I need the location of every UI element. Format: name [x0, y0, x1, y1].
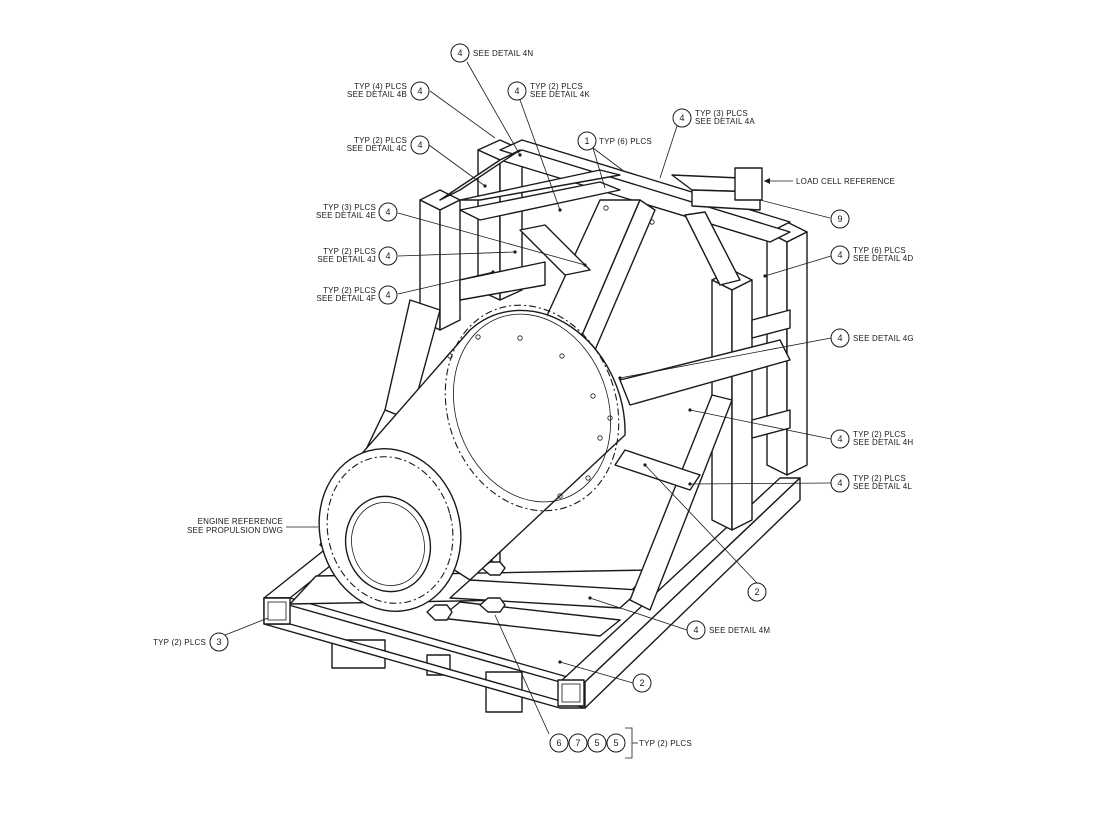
callout-4n: 4 SEE DETAIL 4N [450, 43, 533, 63]
callout-4c: 4 TYP (2) PLCS SEE DETAIL 4C [347, 135, 430, 155]
callout-note: SEE DETAIL 4G [853, 334, 914, 343]
callout-item-2-bottom: 2 [632, 673, 652, 693]
callout-item-9: 9 [830, 209, 850, 229]
callout-4a: 4 TYP (3) PLCS SEE DETAIL 4A [672, 108, 755, 128]
callout-number: 5 [594, 738, 599, 748]
callout-note: SEE DETAIL 4F [316, 294, 376, 303]
callout-number: 4 [457, 48, 462, 58]
callout-number: 4 [385, 290, 390, 300]
callout-number: 4 [693, 625, 698, 635]
callout-note: TYP (2) PLCS [853, 430, 906, 439]
engine-reference-label: ENGINE REFERENCE [198, 517, 283, 526]
callout-note: SEE DETAIL 4H [853, 438, 913, 447]
callout-number: 7 [575, 738, 580, 748]
callout-4l: 4 TYP (2) PLCS SEE DETAIL 4L [830, 473, 912, 493]
callout-4m: 4 SEE DETAIL 4M [686, 620, 770, 640]
callout-number: 4 [837, 478, 842, 488]
callout-4f: 4 TYP (2) PLCS SEE DETAIL 4F [316, 285, 398, 305]
callout-note: TYP (2) PLCS [153, 638, 206, 647]
callout-note: TYP (2) PLCS [323, 247, 376, 256]
callout-number: 4 [679, 113, 684, 123]
callout-note: SEE DETAIL 4N [473, 49, 533, 58]
leader-lines [209, 61, 832, 759]
callout-number: 4 [417, 140, 422, 150]
callout-number: 4 [385, 251, 390, 261]
callout-note: SEE DETAIL 4C [347, 144, 407, 153]
reference-labels: LOAD CELL REFERENCE ENGINE REFERENCE SEE… [187, 177, 895, 535]
callout-4e: 4 TYP (3) PLCS SEE DETAIL 4E [316, 202, 398, 222]
engine-cylinder [318, 304, 626, 612]
callout-number: 4 [837, 333, 842, 343]
callout-note: TYP (2) PLCS [323, 286, 376, 295]
hardware-stack-callout: 6 7 5 5 TYP (2) PLCS [549, 733, 692, 753]
callout-item-2-right: 2 [747, 582, 767, 602]
callout-4h: 4 TYP (2) PLCS SEE DETAIL 4H [830, 429, 913, 449]
callout-note: SEE DETAIL 4E [316, 211, 376, 220]
callout-number: 9 [837, 214, 842, 224]
callout-note: SEE DETAIL 4B [347, 90, 407, 99]
top-frame-rails [439, 139, 791, 243]
callout-item-1: 1 TYP (6) PLCS [577, 131, 652, 151]
callout-number: 2 [639, 678, 644, 688]
callout-note: TYP (3) PLCS [695, 109, 748, 118]
callout-number: 4 [514, 86, 519, 96]
callout-number: 6 [556, 738, 561, 748]
callout-note: TYP (2) PLCS [639, 739, 692, 748]
callout-note: TYP (6) PLCS [853, 246, 906, 255]
callout-item-3: 3 TYP (2) PLCS [153, 632, 229, 652]
callout-note: TYP (3) PLCS [323, 203, 376, 212]
callout-number: 4 [385, 207, 390, 217]
test-stand-frame [263, 139, 808, 713]
callout-note: SEE DETAIL 4A [695, 117, 755, 126]
callout-number: 4 [417, 86, 422, 96]
callout-note: SEE DETAIL 4L [853, 482, 912, 491]
callout-note: TYP (2) PLCS [853, 474, 906, 483]
callout-number: 4 [837, 434, 842, 444]
callout-note: SEE DETAIL 4M [709, 626, 770, 635]
load-cell-reference-label: LOAD CELL REFERENCE [796, 177, 895, 186]
callout-4g: 4 SEE DETAIL 4G [830, 328, 914, 348]
propulsion-dwg-label: SEE PROPULSION DWG [187, 526, 283, 535]
callout-note: SEE DETAIL 4J [317, 255, 376, 264]
callout-note: TYP (2) PLCS [530, 82, 583, 91]
callout-number: 4 [837, 250, 842, 260]
callout-bubbles: 4 SEE DETAIL 4N 4 TYP (4) PLCS SEE DETAI… [153, 43, 914, 693]
callout-note: TYP (6) PLCS [599, 137, 652, 146]
callout-4j: 4 TYP (2) PLCS SEE DETAIL 4J [317, 246, 398, 266]
callout-number: 2 [754, 587, 759, 597]
callout-number: 5 [613, 738, 618, 748]
callout-number: 1 [584, 136, 589, 146]
callout-note: SEE DETAIL 4K [530, 90, 590, 99]
leader-dots [483, 153, 770, 664]
load-cell-block [671, 167, 763, 211]
callout-4d: 4 TYP (6) PLCS SEE DETAIL 4D [830, 245, 913, 265]
brace-bolt-holes [603, 205, 655, 225]
callout-4b: 4 TYP (4) PLCS SEE DETAIL 4B [347, 81, 430, 101]
callout-4k: 4 TYP (2) PLCS SEE DETAIL 4K [507, 81, 590, 101]
callout-number: 3 [216, 637, 221, 647]
upright-columns [419, 139, 808, 531]
callout-note: SEE DETAIL 4D [853, 254, 913, 263]
callout-note: TYP (2) PLCS [354, 136, 407, 145]
callout-note: TYP (4) PLCS [354, 82, 407, 91]
